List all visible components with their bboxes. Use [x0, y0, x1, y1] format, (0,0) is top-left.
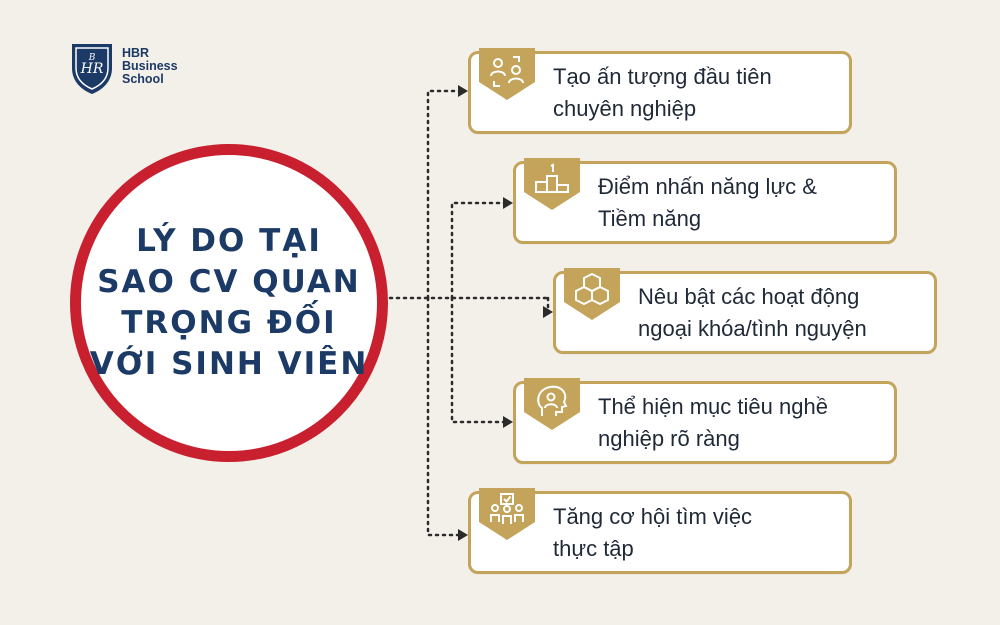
brand-line-1: HBR: [122, 46, 150, 60]
card-text: Tăng cơ hội tìm việc thực tập: [553, 501, 835, 565]
reason-card-2: Điểm nhấn năng lực & Tiềm năng: [513, 158, 897, 244]
brand-name: HBR Business School: [122, 47, 178, 86]
card-text-line: Tạo ấn tượng đầu tiên: [553, 63, 772, 89]
center-title-line: LÝ DO TẠI: [136, 223, 322, 259]
connector-1: [426, 89, 464, 300]
center-title: LÝ DO TẠI SAO CV QUAN TRỌNG ĐỐI VỚI SINH…: [89, 221, 369, 385]
reason-card-3: Nêu bật các hoạt động ngoại khóa/tình ng…: [553, 268, 937, 354]
brand-line-2: Business: [122, 59, 178, 73]
boxes-icon: [564, 268, 620, 320]
reason-card-4: Thể hiện mục tiêu nghề nghiệp rõ ràng: [513, 378, 897, 464]
shield-logo-icon: HR B: [72, 44, 112, 94]
svg-text:HR: HR: [80, 61, 104, 77]
podium-icon: [524, 158, 580, 210]
card-text-line: ngoại khóa/tình nguyện: [638, 315, 867, 341]
card-text-line: Tiềm năng: [598, 205, 702, 231]
arrowhead-5: [458, 529, 468, 541]
arrowhead-2: [503, 197, 513, 209]
svg-text:B: B: [88, 53, 96, 63]
card-text-line: Điểm nhấn năng lực &: [598, 173, 817, 199]
team-check-icon: [479, 488, 535, 540]
center-title-line: TRỌNG ĐỐI: [121, 305, 337, 341]
card-text-line: thực tập: [553, 535, 634, 561]
card-text: Điểm nhấn năng lực & Tiềm năng: [598, 171, 880, 235]
card-text: Tạo ấn tượng đầu tiên chuyên nghiệp: [553, 61, 835, 125]
card-text-line: nghiệp rõ ràng: [598, 425, 740, 451]
arrowhead-1: [458, 85, 468, 97]
center-circle: LÝ DO TẠI SAO CV QUAN TRỌNG ĐỐI VỚI SINH…: [70, 144, 388, 462]
connector-2: [450, 201, 508, 300]
connector-4: [450, 296, 508, 424]
arrowhead-4: [503, 416, 513, 428]
logo: HR B HBR Business School: [68, 40, 208, 96]
people-exchange-icon: [479, 48, 535, 100]
card-text-line: chuyên nghiệp: [553, 95, 697, 121]
reason-card-1: Tạo ấn tượng đầu tiên chuyên nghiệp: [468, 48, 852, 134]
card-text-line: Tăng cơ hội tìm việc: [553, 503, 753, 529]
card-text-line: Thể hiện mục tiêu nghề: [598, 393, 828, 419]
connector-5: [426, 296, 464, 537]
reason-card-5: Tăng cơ hội tìm việc thực tập: [468, 488, 852, 574]
card-text: Nêu bật các hoạt động ngoại khóa/tình ng…: [638, 281, 920, 345]
center-title-line: SAO CV QUAN: [97, 264, 361, 300]
brand-line-3: School: [122, 72, 164, 86]
card-text: Thể hiện mục tiêu nghề nghiệp rõ ràng: [598, 391, 880, 455]
center-title-line: VỚI SINH VIÊN: [89, 346, 369, 382]
head-person-icon: [524, 378, 580, 430]
arrowhead-3: [543, 306, 553, 318]
card-text-line: Nêu bật các hoạt động: [638, 283, 860, 309]
